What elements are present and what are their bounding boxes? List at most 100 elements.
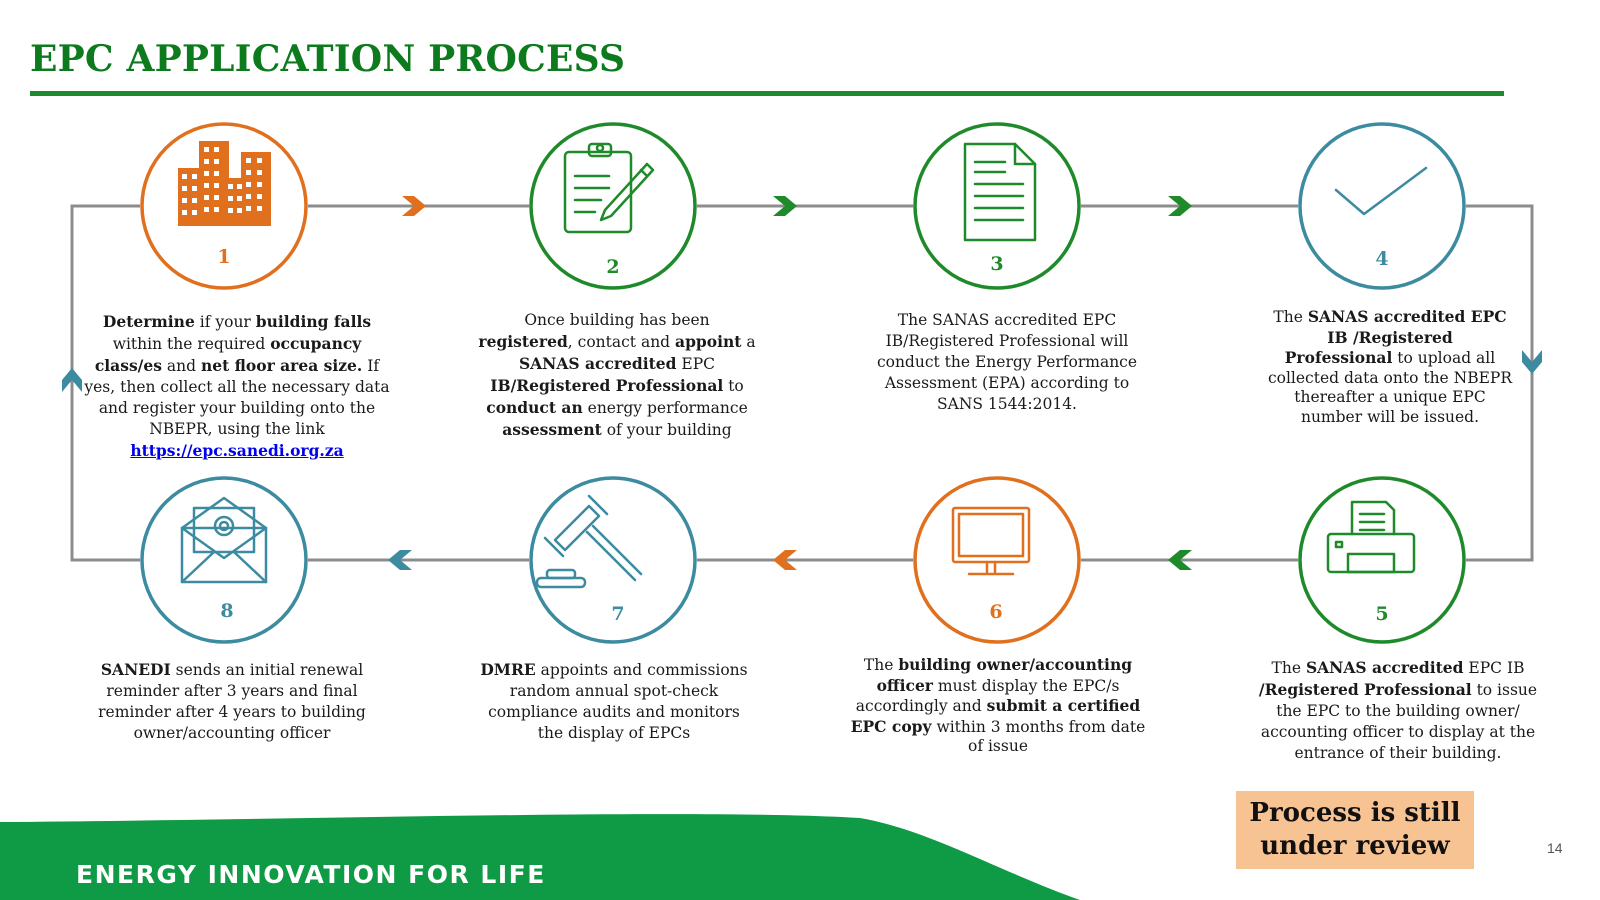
text: collected data onto the NBEPR xyxy=(1267,368,1513,387)
title-underline xyxy=(30,91,1504,96)
description-line: SANS 1544:2014. xyxy=(852,394,1162,415)
bold-text: class/es xyxy=(94,356,162,375)
email-envelope-icon xyxy=(180,496,268,584)
description-line: The SANAS accredited EPC xyxy=(852,310,1162,331)
flow-arrow-5-to-6 xyxy=(1168,550,1192,570)
flow-arrow-3-to-4 xyxy=(1168,196,1192,216)
text: and xyxy=(161,357,201,375)
bold-text: SANAS accredited xyxy=(518,354,677,373)
text: within 3 months from date xyxy=(931,717,1146,736)
bold-text: registered xyxy=(478,332,568,351)
step-1-number: 1 xyxy=(217,246,231,268)
text: IB/Registered Professional will xyxy=(885,332,1129,350)
description-line: accordingly and submit a certified xyxy=(838,696,1158,717)
description-line: Professional to upload all xyxy=(1245,348,1535,369)
text: reminder after 3 years and final xyxy=(106,682,358,700)
text: , contact and xyxy=(567,333,676,351)
text: The xyxy=(1271,659,1306,677)
bold-text: building falls xyxy=(255,312,372,331)
text: The xyxy=(1273,308,1308,326)
description-line: the EPC to the building owner/ xyxy=(1248,701,1548,722)
review-note-line-1: Process is still xyxy=(1249,798,1461,828)
text: EPC IB xyxy=(1463,659,1525,677)
text: number will be issued. xyxy=(1300,407,1480,426)
description-line: Assessment (EPA) according to xyxy=(852,373,1162,394)
text: thereafter a unique EPC xyxy=(1294,388,1486,406)
review-note-line-2: under review xyxy=(1260,831,1450,861)
step-2-circle xyxy=(529,122,697,290)
bold-text: net floor area size. xyxy=(200,356,363,375)
text: appoints and commissions xyxy=(535,661,748,679)
step-5-circle xyxy=(1298,476,1466,644)
step-6-circle xyxy=(913,476,1081,644)
description-line: DMRE appoints and commissions xyxy=(458,659,770,681)
text: of issue xyxy=(967,737,1029,755)
description-line: within the required occupancy xyxy=(82,333,392,355)
description-line: registered, contact and appoint a xyxy=(462,331,772,353)
bold-text: officer xyxy=(876,675,933,695)
text: to xyxy=(723,377,744,395)
step-3-number: 3 xyxy=(990,253,1004,275)
bold-text: EPC copy xyxy=(850,716,932,736)
text: compliance audits and monitors xyxy=(488,703,740,721)
description-line: IB/Registered Professional will xyxy=(852,331,1162,352)
monitor-icon xyxy=(951,506,1031,576)
step-2-number: 2 xyxy=(606,256,620,278)
description-line: IB/Registered Professional to xyxy=(462,375,772,397)
step-4-circle xyxy=(1298,122,1466,290)
text: accounting officer to display at the xyxy=(1260,723,1536,741)
step-4-number: 4 xyxy=(1375,248,1389,270)
description-line: conduct the Energy Performance xyxy=(852,352,1162,373)
bold-text: SANEDI xyxy=(100,660,171,679)
checkmark-icon xyxy=(1334,166,1428,216)
step-8-number: 8 xyxy=(220,600,234,622)
step-3-circle xyxy=(913,122,1081,290)
flow-arrow-8-to-1 xyxy=(62,368,82,392)
nbepr-link[interactable]: https://epc.sanedi.org.za xyxy=(130,441,344,460)
text: random annual spot-check xyxy=(509,682,719,700)
slide-number: 14 xyxy=(1547,840,1563,856)
flow-arrow-1-to-2 xyxy=(402,196,426,216)
description-line: IB /Registered xyxy=(1245,328,1535,349)
description-line: Once building has been xyxy=(462,310,772,331)
text: a xyxy=(741,333,756,351)
flow-arrow-6-to-7 xyxy=(773,550,797,570)
text: The xyxy=(863,656,899,674)
text: yes, then collect all the necessary data xyxy=(84,378,390,396)
gavel-icon xyxy=(535,494,643,589)
step-8-circle xyxy=(140,476,308,644)
page-title: EPC APPLICATION PROCESS xyxy=(30,38,626,80)
description-line: owner/accounting officer xyxy=(72,723,392,744)
description-line: conduct an energy performance xyxy=(462,397,772,419)
printer-icon xyxy=(1326,500,1416,574)
description-line: /Registered Professional to issue xyxy=(1248,679,1548,701)
text: if your xyxy=(194,313,256,331)
bold-text: occupancy xyxy=(270,334,362,353)
text: of your building xyxy=(601,421,732,439)
description-line: SANAS accredited EPC xyxy=(462,353,772,375)
step-5-description: The SANAS accredited EPC IB/Registered P… xyxy=(1248,657,1548,764)
buildings-icon xyxy=(178,141,271,226)
bold-text: SANAS accredited xyxy=(1305,658,1464,677)
text: If xyxy=(362,357,380,375)
text: SANS 1544:2014. xyxy=(937,395,1077,413)
text: Once building has been xyxy=(524,311,710,329)
bold-text: appoint xyxy=(675,332,742,351)
description-line: SANEDI sends an initial renewal xyxy=(72,659,392,681)
step-5-number: 5 xyxy=(1375,603,1389,625)
description-line: class/es and net floor area size. If xyxy=(82,355,392,377)
bold-text: IB /Registered xyxy=(1327,327,1453,347)
text: conduct the Energy Performance xyxy=(876,353,1138,371)
step-7-number: 7 xyxy=(611,603,625,625)
clipboard-pencil-icon xyxy=(563,142,655,234)
text: EPC xyxy=(676,355,716,373)
flow-arrow-7-to-8 xyxy=(388,550,412,570)
description-line: number will be issued. xyxy=(1245,408,1535,428)
description-line: the display of EPCs xyxy=(458,723,770,744)
text: Assessment (EPA) according to xyxy=(884,374,1130,392)
